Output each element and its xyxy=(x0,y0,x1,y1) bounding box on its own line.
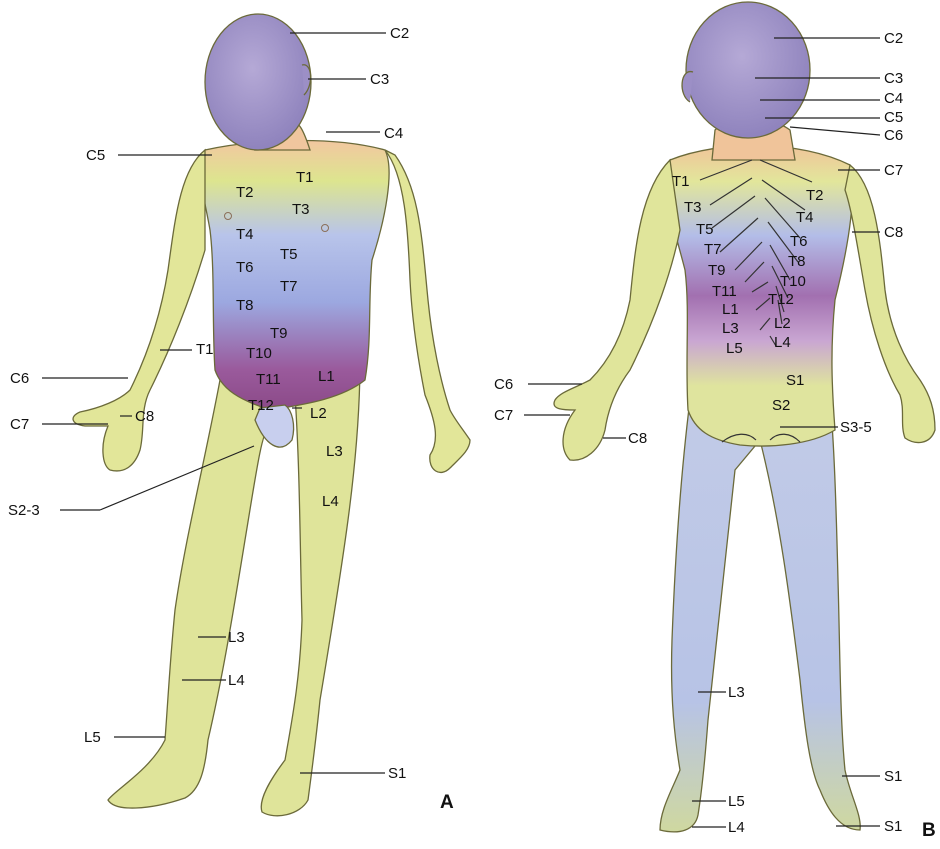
label-b-c7: C7 xyxy=(884,162,903,179)
label-a-t7: T7 xyxy=(280,278,298,295)
label-b-s1-heel: S1 xyxy=(884,768,902,785)
back-body xyxy=(554,2,935,832)
label-a-t3: T3 xyxy=(292,201,310,218)
label-a-t10: T10 xyxy=(246,345,272,362)
label-b-l3-calf: L3 xyxy=(728,684,745,701)
label-b-t10: T10 xyxy=(780,273,806,290)
label-a-t2: T2 xyxy=(236,184,254,201)
back-torso xyxy=(667,146,853,446)
label-a-l4-shin: L4 xyxy=(228,672,245,689)
label-a-c8: C8 xyxy=(135,408,154,425)
front-right-arm xyxy=(385,150,470,472)
front-body xyxy=(73,14,470,816)
label-b-c5: C5 xyxy=(884,109,903,126)
label-a-t12: T12 xyxy=(248,397,274,414)
label-a-t5: T5 xyxy=(280,246,298,263)
label-b-hand-c6: C6 xyxy=(494,376,513,393)
label-a-l5: L5 xyxy=(84,729,101,746)
label-b-l5: L5 xyxy=(726,340,743,357)
label-a-s2-3: S2-3 xyxy=(8,502,40,519)
front-torso xyxy=(201,141,389,410)
label-b-t8: T8 xyxy=(788,253,806,270)
label-b-t2: T2 xyxy=(806,187,824,204)
label-a-l3: L3 xyxy=(326,443,343,460)
label-b-t9: T9 xyxy=(708,262,726,279)
panel-label-a: A xyxy=(440,792,454,813)
back-left-leg xyxy=(660,400,760,832)
front-head xyxy=(205,14,311,150)
label-a-c2: C2 xyxy=(390,25,409,42)
label-b-c3: C3 xyxy=(884,70,903,87)
back-left-arm xyxy=(554,160,680,460)
label-a-t1: T1 xyxy=(296,169,314,186)
label-a-l4: L4 xyxy=(322,493,339,510)
label-a-t6: T6 xyxy=(236,259,254,276)
label-b-c6: C6 xyxy=(884,127,903,144)
label-b-t1: T1 xyxy=(672,173,690,190)
label-a-l2: L2 xyxy=(310,405,327,422)
label-b-t7: T7 xyxy=(704,241,722,258)
label-b-hand-c8: C8 xyxy=(628,430,647,447)
label-a-t11: T11 xyxy=(256,371,281,388)
label-a-l3-shin: L3 xyxy=(228,629,245,646)
label-b-hand-c7: C7 xyxy=(494,407,513,424)
panel-label-b: B xyxy=(922,820,936,841)
back-right-arm xyxy=(845,165,935,443)
label-b-l1: L1 xyxy=(722,301,739,318)
label-a-c7: C7 xyxy=(10,416,29,433)
label-b-s1-sole: S1 xyxy=(884,818,902,835)
label-a-c6: C6 xyxy=(10,370,29,387)
back-right-leg xyxy=(760,400,860,830)
label-a-t8: T8 xyxy=(236,297,254,314)
label-b-t12: T12 xyxy=(768,291,794,308)
label-b-l4: L4 xyxy=(774,334,791,351)
label-a-l1: L1 xyxy=(318,368,335,385)
label-b-c2: C2 xyxy=(884,30,903,47)
label-b-t11: T11 xyxy=(712,283,737,300)
label-b-t5: T5 xyxy=(696,221,714,238)
label-b-t4: T4 xyxy=(796,209,814,226)
label-b-l5-foot: L5 xyxy=(728,793,745,810)
label-a-c5: C5 xyxy=(86,147,105,164)
label-b-l4-foot: L4 xyxy=(728,819,745,836)
label-b-c4: C4 xyxy=(884,90,903,107)
label-a-t4: T4 xyxy=(236,226,254,243)
label-a-t9: T9 xyxy=(270,325,288,342)
label-a-arm-t1: T1 xyxy=(196,341,214,358)
label-a-c4: C4 xyxy=(384,125,403,142)
label-b-s3-5: S3-5 xyxy=(840,419,872,436)
label-b-s2: S2 xyxy=(772,397,790,414)
label-a-c3: C3 xyxy=(370,71,389,88)
label-b-t3: T3 xyxy=(684,199,702,216)
label-b-l2: L2 xyxy=(774,315,791,332)
label-b-l3: L3 xyxy=(722,320,739,337)
label-b-s1: S1 xyxy=(786,372,804,389)
label-b-t6: T6 xyxy=(790,233,808,250)
label-a-s1: S1 xyxy=(388,765,406,782)
label-b-c8: C8 xyxy=(884,224,903,241)
